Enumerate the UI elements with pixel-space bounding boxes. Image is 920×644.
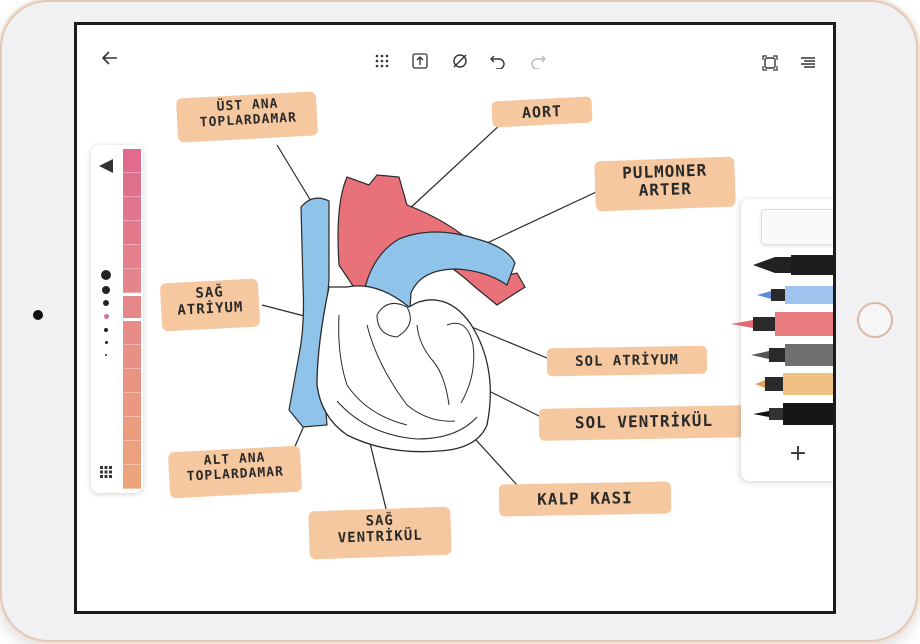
brush-size-md[interactable]	[103, 300, 109, 306]
pen-tray: +	[731, 199, 836, 481]
red-marker-tool[interactable]	[731, 309, 836, 339]
menu-icon[interactable]	[797, 52, 819, 74]
leader-line-sol-atriyum	[461, 322, 548, 359]
brush-size-sm[interactable]	[104, 328, 108, 332]
export-icon[interactable]	[409, 50, 431, 72]
heart-chamber-line	[446, 322, 475, 404]
label-bg-sol-atriyum	[546, 345, 708, 377]
label-bg-alt-ana	[168, 445, 302, 499]
eraser-tool[interactable]	[761, 209, 833, 245]
label-bg-pulmoner	[594, 156, 736, 212]
brush-size-icon[interactable]	[95, 155, 117, 177]
color-swatches	[123, 149, 141, 489]
redo-icon[interactable]	[527, 50, 549, 72]
brush-size-xs[interactable]	[105, 341, 108, 344]
label-bg-ust-ana	[176, 91, 318, 143]
swatch[interactable]	[123, 417, 141, 442]
swatch[interactable]	[123, 464, 141, 489]
brush-size-selected[interactable]	[104, 314, 109, 319]
brush-size-xl[interactable]	[101, 270, 111, 280]
orange-marker-tool[interactable]	[755, 371, 836, 397]
brush-size-xxs[interactable]	[105, 354, 107, 356]
swatch[interactable]	[123, 393, 141, 418]
swatch[interactable]	[123, 149, 141, 173]
black-fineliner-tool[interactable]	[753, 401, 836, 427]
label-sol-atriyum: SOL ATRİYUM	[575, 352, 679, 370]
swatch[interactable]	[123, 196, 141, 221]
heart-chamber-line	[366, 324, 456, 422]
grid-icon[interactable]	[371, 50, 393, 72]
label-bg-sag-atriyum	[160, 278, 260, 332]
heart-chamber-line	[416, 324, 450, 406]
label-bg-sol-ventrikul	[538, 405, 750, 441]
label-sol-ventrikul: SOL VENTRİKÜL	[574, 410, 714, 433]
front-camera	[33, 310, 43, 320]
label-sag-ventrikul: SAĞ VENTRİKÜL	[312, 511, 447, 548]
blue-marker-tool[interactable]	[757, 283, 836, 307]
swatch[interactable]	[123, 321, 141, 346]
fountain-pen-tool[interactable]	[751, 251, 836, 279]
label-kalp-kasi: KALP KASI	[536, 488, 633, 509]
leader-line-pulmoner	[471, 186, 608, 251]
label-pulmoner-arter: PULMONER ARTER	[598, 161, 731, 202]
add-tool-button[interactable]: +	[788, 441, 808, 466]
drawing-app-screen: ÜST ANA TOPLARDAMAR AORT PULMONER ARTER …	[74, 22, 836, 614]
undo-icon[interactable]	[487, 50, 509, 72]
label-sag-atriyum: SAĞ ATRİYUM	[164, 283, 256, 320]
label-bg-sag-ventrikul	[308, 506, 452, 560]
heart-body-shape	[316, 285, 491, 453]
gray-marker-tool[interactable]	[751, 341, 836, 369]
label-bg-aort	[491, 96, 593, 128]
heart-drawing	[160, 91, 750, 560]
home-button[interactable]	[857, 302, 893, 338]
fullscreen-icon[interactable]	[759, 52, 781, 74]
brush-size-lg[interactable]	[102, 286, 110, 294]
swatch[interactable]	[123, 369, 141, 394]
swatch[interactable]	[123, 441, 141, 465]
heart-valve-line	[376, 302, 411, 338]
swatch[interactable]	[123, 244, 141, 269]
no-filter-icon[interactable]	[449, 50, 471, 72]
color-palette	[91, 145, 143, 493]
swatch-selected[interactable]	[123, 292, 141, 322]
swatch[interactable]	[123, 172, 141, 197]
leader-line-aort	[406, 122, 503, 212]
heart-chamber-line	[338, 314, 408, 426]
swatch[interactable]	[123, 345, 141, 370]
swatch-grid-icon[interactable]	[95, 461, 117, 483]
heart-chamber-line	[336, 400, 478, 440]
arrow-left-icon[interactable]	[99, 47, 121, 69]
swatch[interactable]	[123, 220, 141, 245]
label-bg-kalp-kasi	[498, 481, 672, 517]
swatch[interactable]	[123, 268, 141, 293]
